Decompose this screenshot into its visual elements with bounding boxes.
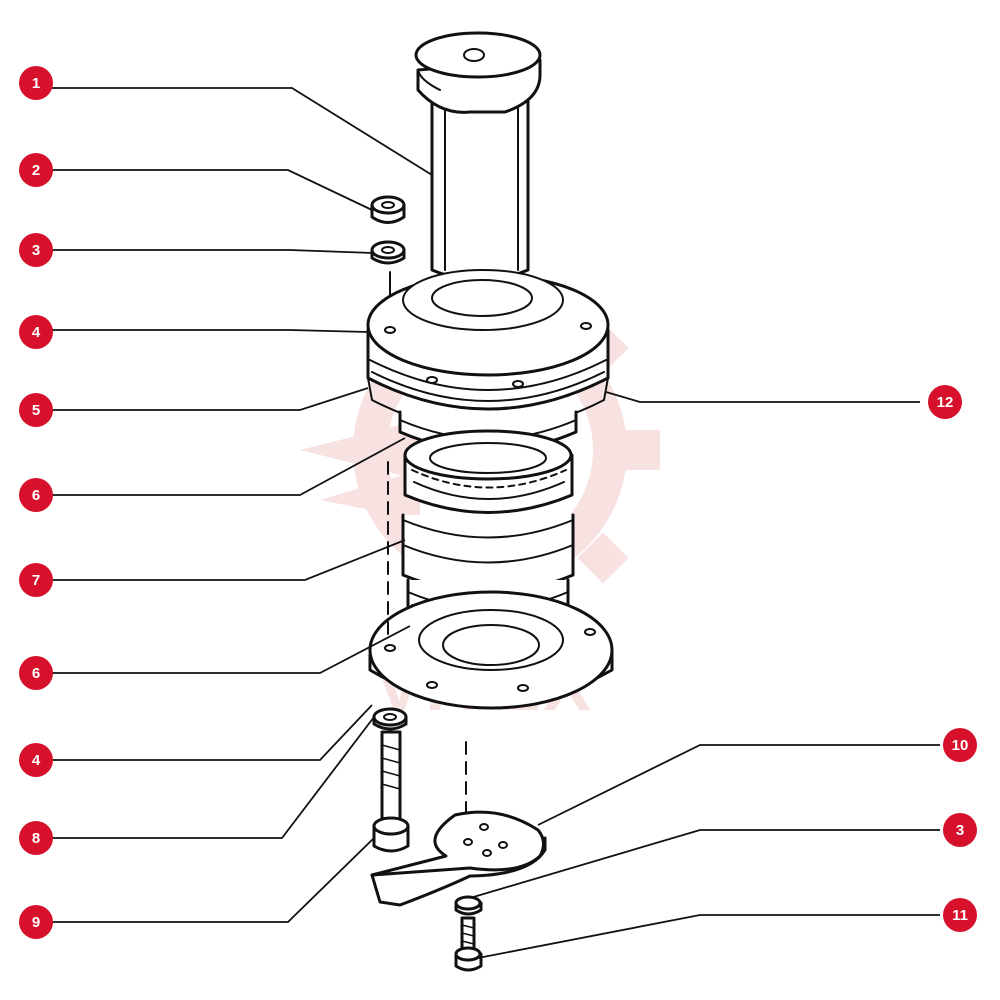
leader-lines: [52, 87, 940, 959]
callout-label: 12: [937, 394, 954, 411]
callout-badge: 4: [19, 315, 53, 349]
callout-badge: 11: [943, 898, 977, 932]
callout-badge: 3: [19, 233, 53, 267]
callout-label: 1: [32, 75, 40, 92]
callout-badge: 10: [943, 728, 977, 762]
callout-label: 10: [952, 737, 969, 754]
shaft-with-cam-head: [414, 31, 542, 282]
callout-label: 3: [956, 822, 964, 839]
washer-lower: [372, 707, 408, 731]
callout-label: 6: [32, 487, 40, 504]
washer-upper: [370, 240, 406, 265]
callout-badge: 9: [19, 905, 53, 939]
callout-badge: 1: [19, 66, 53, 100]
lower-flange: [368, 590, 614, 710]
callout-label: 11: [952, 907, 968, 924]
bearing-upper: [403, 429, 574, 514]
callout-label: 2: [32, 162, 40, 179]
upper-flange-housing: [366, 269, 610, 431]
washer-bottom: [454, 895, 483, 916]
callout-badge: 5: [19, 393, 53, 427]
callout-label: 8: [32, 830, 40, 847]
callouts: 1 2 3 4 5 6 7 6: [19, 66, 977, 939]
nut-upper: [370, 195, 406, 224]
parts: [366, 31, 614, 972]
spacer-sleeve: [401, 513, 575, 594]
callout-badge: 7: [19, 563, 53, 597]
lever-arm-plate: [370, 810, 547, 907]
callout-badge: 4: [19, 743, 53, 777]
bolt: [372, 730, 410, 853]
bolt-small: [454, 916, 483, 972]
callout-label: 4: [32, 752, 41, 769]
callout-badge: 8: [19, 821, 53, 855]
callout-badge: 6: [19, 478, 53, 512]
callout-label: 7: [32, 572, 40, 589]
callout-label: 6: [32, 665, 40, 682]
callout-label: 3: [32, 242, 40, 259]
callout-badge: 2: [19, 153, 53, 187]
callout-label: 9: [32, 914, 40, 931]
callout-label: 4: [32, 324, 41, 341]
callout-badge: 12: [928, 385, 962, 419]
callout-badge: 6: [19, 656, 53, 690]
callout-badge: 3: [943, 813, 977, 847]
callout-label: 5: [32, 402, 40, 419]
